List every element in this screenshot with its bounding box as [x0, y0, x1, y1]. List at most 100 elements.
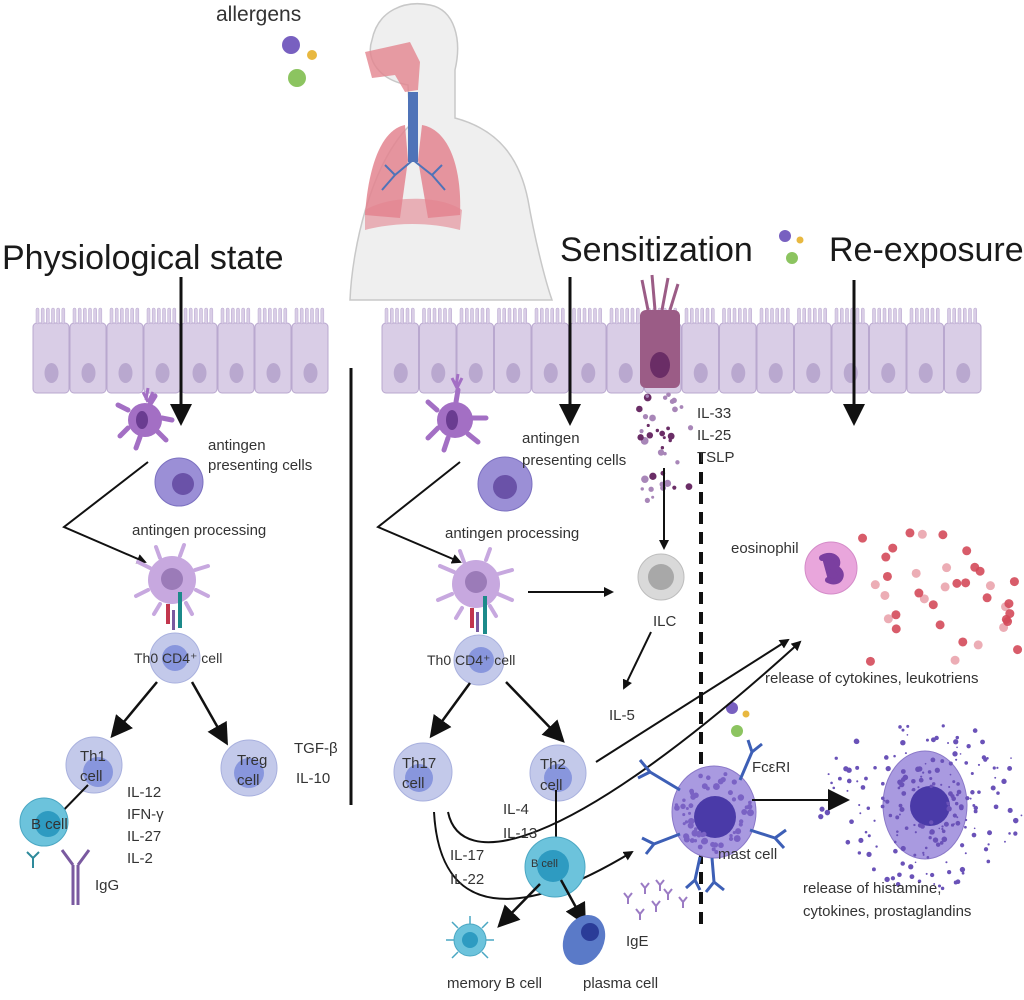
granule	[723, 772, 728, 777]
histamine-dot	[946, 806, 952, 812]
alarmin-dot	[666, 426, 670, 431]
histamine-dot	[983, 847, 989, 852]
granule	[732, 830, 736, 835]
arrow-th17-mastcell	[433, 811, 634, 900]
arrow-th0-treg	[190, 681, 228, 746]
epithelial-cell	[381, 307, 419, 394]
granule	[689, 838, 695, 844]
leukotriene-dot	[1013, 645, 1023, 655]
lung-left	[365, 125, 408, 218]
epithelial-nucleus	[468, 363, 483, 383]
b-cell-left-label: B cell	[31, 816, 68, 833]
alarmin-dot	[636, 405, 643, 413]
th1-cytokine-4: IL-2	[127, 850, 153, 867]
histamine-dot	[867, 834, 871, 838]
alarmin-dot	[641, 475, 649, 483]
epithelial-nucleus	[956, 363, 971, 383]
allergen-cluster-top	[282, 36, 317, 87]
granule	[735, 828, 742, 835]
alarmin-dot	[669, 398, 675, 405]
th2-cytokine-1: IL-4	[503, 801, 529, 818]
fceri-label: FcεRI	[752, 759, 791, 776]
granule	[682, 798, 686, 803]
histamine-dot	[884, 876, 890, 883]
histamine-dot	[970, 771, 974, 776]
histamine-dot	[1007, 807, 1013, 814]
granule	[731, 797, 737, 802]
histamine-dot	[941, 724, 945, 728]
th17-cell-label: cell	[402, 775, 425, 792]
alarmin-dot	[657, 449, 665, 456]
leukotriene-dot	[962, 546, 972, 556]
treg-cell	[220, 739, 278, 797]
alarmin-dot	[642, 414, 649, 420]
histamine-dot	[856, 780, 859, 783]
granule	[701, 831, 707, 837]
histamine-dot	[924, 846, 928, 850]
arrow-processing-left	[62, 461, 149, 564]
histamine-dot	[955, 758, 958, 761]
histamine-dot	[955, 820, 961, 826]
histamine-dot	[1007, 765, 1013, 771]
ige-antibody-icon	[640, 882, 650, 894]
histamine-dot	[893, 848, 898, 854]
histamine-dot	[900, 845, 906, 852]
granule	[720, 776, 726, 783]
histamine-dot	[941, 829, 946, 834]
b-cell-right-label: B cell	[531, 858, 558, 870]
leukotriene-dot	[940, 582, 950, 592]
lung-right	[418, 125, 461, 218]
histamine-dot	[947, 869, 952, 875]
histamine-dot	[897, 779, 903, 785]
alarmin-dot	[646, 423, 650, 428]
alarmin-dot	[649, 472, 657, 480]
epithelial-nucleus	[393, 363, 408, 383]
granule	[688, 803, 694, 809]
histamine-dot	[964, 825, 967, 829]
leukotriene-dot	[985, 581, 995, 591]
granule	[697, 844, 703, 850]
small-antibody-icon	[26, 851, 40, 868]
ige-antibody-cluster	[623, 879, 688, 920]
histamine-dot	[961, 871, 965, 875]
histamine-dot	[937, 884, 942, 888]
arrow-bcell-plasma	[559, 879, 586, 926]
histamine-dot	[966, 743, 971, 749]
histamine-dot	[900, 861, 905, 866]
alarmin-dot	[646, 432, 654, 439]
histamine-dot	[849, 819, 854, 825]
ilc-label: ILC	[653, 613, 677, 630]
plasma-cell-label: plasma cell	[583, 975, 659, 992]
alarmin-dot	[687, 425, 694, 431]
epithelial-nucleus	[693, 363, 708, 383]
epithelial-cell	[143, 307, 181, 394]
epithelial-cell	[69, 307, 107, 394]
th1-cytokine-3: IL-27	[127, 828, 162, 845]
histamine-dot	[956, 789, 962, 795]
histamine-dot	[901, 728, 905, 732]
alarmin-dot	[672, 485, 677, 490]
arrow-th17-eosinophil	[447, 640, 802, 844]
apc-left-label-1: antingen	[208, 437, 266, 454]
arrow-bcell-memory	[497, 883, 541, 928]
apc-left	[154, 457, 204, 507]
leukotriene-particles	[858, 528, 1023, 666]
histamine-dot	[940, 886, 945, 891]
histamine-dot	[922, 851, 925, 854]
memory-b-cell	[446, 916, 494, 959]
allergen-purple-icon	[779, 230, 791, 242]
leukotriene-dot	[938, 530, 948, 540]
eosinophil-cell	[804, 541, 858, 595]
th1-cell	[65, 736, 123, 794]
granule	[714, 850, 719, 854]
epithelial-nucleus	[581, 363, 596, 383]
histamine-dot	[873, 819, 876, 822]
alarmin-dot	[651, 495, 655, 499]
granule	[711, 847, 716, 852]
histamine-dot	[1001, 778, 1007, 784]
leukotriene-dot	[973, 640, 983, 650]
sensitization-title: Sensitization	[560, 231, 753, 269]
trachea	[408, 92, 418, 162]
histamine-dot	[931, 782, 936, 786]
